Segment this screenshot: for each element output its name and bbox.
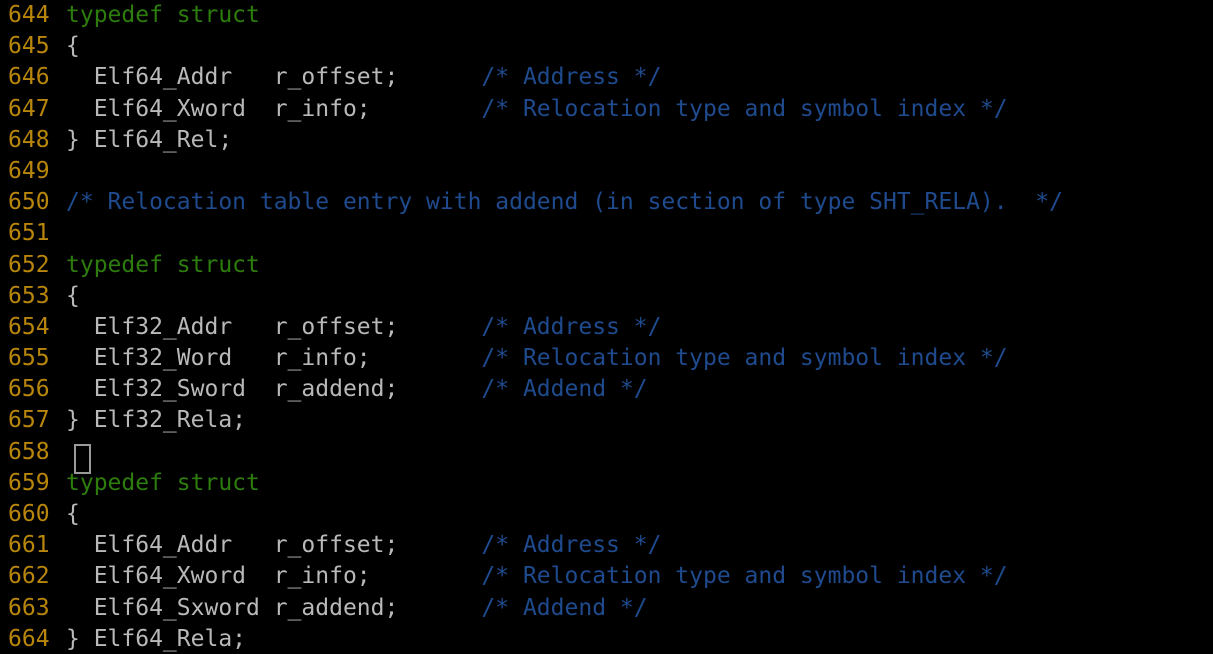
line-number: 648 bbox=[8, 126, 50, 153]
line-number: 661 bbox=[8, 532, 50, 559]
code-line[interactable]: 658 bbox=[0, 437, 1213, 468]
code-line[interactable]: 649 bbox=[0, 156, 1213, 187]
code-line[interactable]: 646 Elf64_Addr r_offset; /* Address */ bbox=[0, 62, 1213, 93]
line-number: 657 bbox=[8, 407, 50, 434]
code-line-text: Elf32_Addr r_offset; /* Address */ bbox=[66, 313, 662, 340]
code-line-text: } Elf64_Rela; bbox=[66, 626, 246, 652]
code-line-text: /* Relocation table entry with addend (i… bbox=[66, 189, 1063, 215]
code-token-comment: /* Address */ bbox=[481, 313, 662, 340]
line-number: 644 bbox=[8, 2, 50, 28]
code-line-text: Elf64_Xword r_info; /* Relocation type a… bbox=[66, 563, 1008, 589]
code-line[interactable]: 645 { bbox=[0, 31, 1213, 62]
code-line-text: { bbox=[66, 33, 80, 59]
line-number: 655 bbox=[8, 345, 50, 372]
code-token-ident: Elf32_Sword r_addend; bbox=[66, 376, 482, 403]
code-line[interactable]: 647 Elf64_Xword r_info; /* Relocation ty… bbox=[0, 94, 1213, 125]
line-number: 663 bbox=[8, 594, 50, 621]
code-line[interactable]: 664 } Elf64_Rela; bbox=[0, 624, 1213, 654]
code-token-keyword: typedef struct bbox=[66, 251, 260, 278]
code-line-text: { bbox=[66, 283, 80, 309]
code-token-punct: { bbox=[66, 501, 80, 527]
code-line[interactable]: 653 { bbox=[0, 281, 1213, 312]
line-number: 654 bbox=[8, 313, 50, 340]
line-number: 652 bbox=[8, 251, 50, 278]
code-token-ident: Elf64_Sxword r_addend; bbox=[66, 594, 482, 621]
line-number: 658 bbox=[8, 438, 50, 465]
code-token-ident: } Elf64_Rela; bbox=[66, 625, 247, 652]
code-token-keyword: typedef struct bbox=[66, 2, 260, 28]
code-token-ident: Elf64_Xword r_info; bbox=[66, 95, 482, 122]
code-token-ident: Elf64_Xword r_info; bbox=[66, 563, 482, 590]
line-number: 649 bbox=[8, 157, 50, 184]
code-line-text: } Elf32_Rela; bbox=[66, 407, 246, 433]
code-token-ident: Elf32_Addr r_offset; bbox=[66, 313, 482, 340]
code-token-ident: Elf32_Word r_info; bbox=[66, 345, 482, 372]
code-line[interactable]: 655 Elf32_Word r_info; /* Relocation typ… bbox=[0, 343, 1213, 374]
code-line-text: Elf64_Addr r_offset; /* Address */ bbox=[66, 64, 662, 91]
code-line-text: Elf64_Xword r_info; /* Relocation type a… bbox=[66, 96, 1008, 122]
code-line[interactable]: 660 { bbox=[0, 499, 1213, 530]
code-line[interactable]: 663 Elf64_Sxword r_addend; /* Addend */ bbox=[0, 593, 1213, 624]
code-line[interactable]: 648 } Elf64_Rel; bbox=[0, 125, 1213, 156]
code-line-text: Elf64_Sxword r_addend; /* Addend */ bbox=[66, 595, 648, 621]
code-token-comment: /* Relocation type and symbol index */ bbox=[481, 345, 1008, 372]
code-line-text: typedef struct bbox=[66, 470, 260, 496]
line-number: 662 bbox=[8, 563, 50, 590]
line-number: 650 bbox=[8, 189, 50, 216]
line-number: 659 bbox=[8, 469, 50, 496]
code-line[interactable]: 659 typedef struct bbox=[0, 468, 1213, 499]
code-token-ident: Elf64_Addr r_offset; bbox=[66, 532, 482, 559]
line-number: 647 bbox=[8, 95, 50, 122]
code-token-ident: } Elf32_Rela; bbox=[66, 407, 247, 434]
code-token-comment: /* Relocation type and symbol index */ bbox=[481, 563, 1008, 590]
code-line[interactable]: 657 } Elf32_Rela; bbox=[0, 405, 1213, 436]
code-token-comment: /* Addend */ bbox=[481, 594, 648, 621]
line-number: 645 bbox=[8, 33, 50, 60]
code-line[interactable]: 656 Elf32_Sword r_addend; /* Addend */ bbox=[0, 374, 1213, 405]
code-line-text: typedef struct bbox=[66, 252, 260, 278]
code-line[interactable]: 644 typedef struct bbox=[0, 0, 1213, 31]
code-line-text: typedef struct bbox=[66, 2, 260, 28]
line-number: 656 bbox=[8, 376, 50, 403]
code-token-comment: /* Relocation table entry with addend (i… bbox=[66, 189, 1063, 216]
code-line[interactable]: 654 Elf32_Addr r_offset; /* Address */ bbox=[0, 312, 1213, 343]
code-line-text: { bbox=[66, 501, 80, 527]
line-number: 646 bbox=[8, 64, 50, 91]
line-number: 651 bbox=[8, 220, 50, 247]
line-number: 664 bbox=[8, 625, 50, 652]
code-line[interactable]: 662 Elf64_Xword r_info; /* Relocation ty… bbox=[0, 561, 1213, 592]
code-token-punct: { bbox=[66, 282, 80, 309]
code-line[interactable]: 661 Elf64_Addr r_offset; /* Address */ bbox=[0, 530, 1213, 561]
line-number: 660 bbox=[8, 501, 50, 527]
code-token-comment: /* Address */ bbox=[481, 532, 662, 559]
code-line-text: Elf64_Addr r_offset; /* Address */ bbox=[66, 532, 662, 559]
code-line[interactable]: 652 typedef struct bbox=[0, 250, 1213, 281]
code-line-text: Elf32_Word r_info; /* Relocation type an… bbox=[66, 345, 1008, 371]
code-token-keyword: typedef struct bbox=[66, 469, 260, 496]
code-token-comment: /* Address */ bbox=[481, 64, 662, 91]
code-token-comment: /* Addend */ bbox=[481, 376, 648, 403]
code-line[interactable]: 651 bbox=[0, 218, 1213, 249]
code-token-comment: /* Relocation type and symbol index */ bbox=[481, 95, 1008, 122]
line-number: 653 bbox=[8, 282, 50, 309]
code-token-punct: { bbox=[66, 33, 80, 60]
code-token-ident: } Elf64_Rel; bbox=[66, 126, 233, 153]
code-line-text: Elf32_Sword r_addend; /* Addend */ bbox=[66, 376, 648, 402]
code-line-text: } Elf64_Rel; bbox=[66, 127, 232, 153]
code-token-ident: Elf64_Addr r_offset; bbox=[66, 64, 482, 91]
code-line[interactable]: 650 /* Relocation table entry with addend… bbox=[0, 187, 1213, 218]
